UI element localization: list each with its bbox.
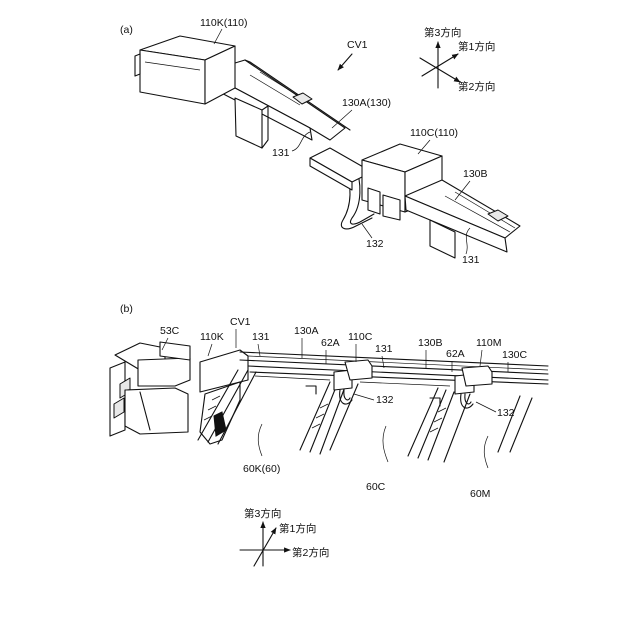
axes-a: 第3方向 第1方向 第2方向 bbox=[420, 26, 495, 93]
label-130a-b: 130A bbox=[294, 325, 319, 337]
axis-b-dir1: 第1方向 bbox=[279, 522, 316, 535]
label-cv1: CV1 bbox=[347, 39, 368, 51]
corner-mark-left bbox=[306, 386, 316, 394]
panel-a: (a) bbox=[120, 17, 520, 266]
label-132-b-right: 132 bbox=[497, 407, 515, 419]
housing-53c bbox=[110, 342, 190, 436]
label-132-a: 132 bbox=[366, 238, 384, 250]
label-130b-b: 130B bbox=[418, 337, 443, 349]
label-53c: 53C bbox=[160, 325, 180, 337]
label-cv1-b: CV1 bbox=[230, 316, 251, 328]
label-130c: 130C bbox=[502, 349, 528, 361]
plate-130b bbox=[405, 180, 520, 258]
label-131-b-mid: 131 bbox=[375, 343, 393, 355]
panel-b: (b) bbox=[110, 303, 548, 566]
label-62a-left: 62A bbox=[321, 337, 340, 349]
cv1-indicator: CV1 bbox=[338, 39, 368, 70]
label-131-a-right: 131 bbox=[462, 254, 480, 266]
label-132-b-left: 132 bbox=[376, 394, 394, 406]
label-60k: 60K(60) bbox=[243, 463, 280, 475]
label-110c-b: 110C bbox=[348, 331, 373, 343]
label-62a-right: 62A bbox=[446, 348, 465, 360]
label-60m: 60M bbox=[470, 488, 490, 500]
panel-a-label: (a) bbox=[120, 24, 133, 36]
axes-b: 第3方向 第1方向 第2方向 bbox=[240, 507, 329, 566]
label-110k-110: 110K(110) bbox=[200, 17, 247, 29]
axis-a-dir2: 第2方向 bbox=[458, 80, 495, 93]
axis-a-dir1: 第1方向 bbox=[458, 40, 495, 53]
cover-110c-b bbox=[345, 360, 372, 380]
cover-110k-b bbox=[200, 350, 248, 444]
axis-b-dir3: 第3方向 bbox=[244, 507, 281, 520]
label-110c-110: 110C(110) bbox=[410, 127, 458, 139]
label-110k-b: 110K bbox=[200, 331, 224, 343]
cover-110m-b bbox=[462, 366, 492, 386]
label-130a-130: 130A(130) bbox=[342, 97, 391, 109]
panel-b-label: (b) bbox=[120, 303, 133, 315]
label-131-b-left: 131 bbox=[252, 331, 270, 343]
label-130b: 130B bbox=[463, 168, 488, 180]
label-60c: 60C bbox=[366, 481, 386, 493]
cover-110k bbox=[135, 36, 235, 104]
label-131-a-left: 131 bbox=[272, 147, 290, 159]
cell-60m bbox=[444, 394, 532, 468]
axis-a-dir3: 第3方向 bbox=[424, 26, 461, 39]
label-110m: 110M bbox=[476, 337, 502, 349]
axis-b-dir2: 第2方向 bbox=[292, 546, 329, 559]
